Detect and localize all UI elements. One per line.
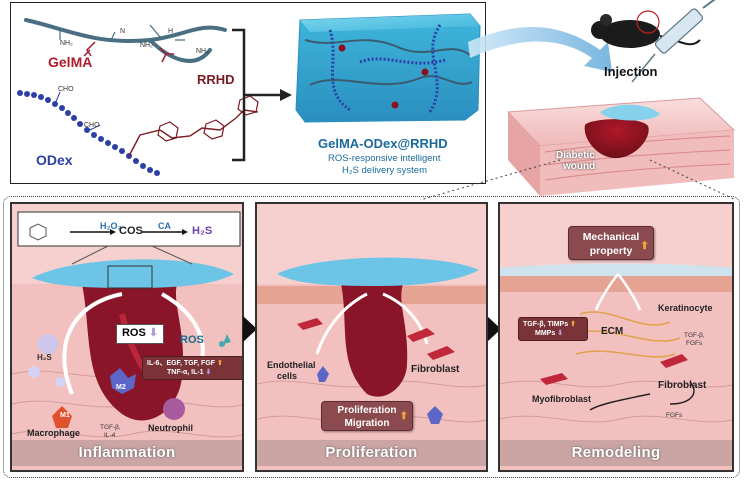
mechanical-badge-line-1: Mechanical (582, 231, 640, 243)
h2o2-label: H₂O₂ (100, 221, 122, 231)
tgf-il4-label-2: IL-4 (104, 432, 116, 439)
gelma-chain-2 (148, 38, 212, 63)
h2s-label: H₂S (37, 353, 52, 362)
nh2-label-b: NH₂ (140, 42, 153, 49)
hydrogel-subtitle-1: ROS-responsive intelligent (328, 153, 441, 164)
skin-block (506, 97, 736, 196)
odex-chain (17, 90, 160, 176)
wound-label-2: wound (563, 161, 596, 172)
remodeling-title: Remodeling (500, 440, 732, 466)
stage-arrow-1 (243, 316, 257, 342)
tgf-fgfs-label-1: TGF-β, (684, 332, 705, 339)
odex-label: ODex (36, 152, 73, 168)
nh2-label-a: NH₂ (60, 40, 73, 47)
gelma-chain (24, 18, 227, 43)
tgf-timps-label: TGF-β, TIMPs (523, 321, 569, 328)
endothelial-label-1: Endothelial (267, 360, 316, 370)
m2-label: M2 (116, 384, 126, 391)
cytokine-box: IL-6、EGF, TGF, FGF ⬆ TNF-α, IL-1 ⬇ (142, 356, 242, 380)
rrhd-label: RRHD (197, 72, 235, 87)
proliferation-badge: Proliferation Migration ⬆ (321, 401, 413, 431)
ros-label: ROS (180, 334, 204, 346)
up-arrow-icon: ⬆ (217, 360, 223, 367)
down-arrow-icon: ⬇ (557, 330, 564, 337)
fibroblast-label: Fibroblast (411, 364, 460, 375)
stage-arrow-2 (487, 316, 501, 342)
proliferation-badge-line-1: Proliferation (337, 405, 397, 416)
h-label: H (168, 28, 174, 35)
mmps-label: MMPs (535, 330, 556, 337)
proliferation-badge-line-2: Migration (344, 418, 390, 429)
hydrogel-title: GelMA-ODex@RRHD (318, 136, 448, 151)
mouse-icon (591, 10, 701, 48)
fibroblast-label: Fibroblast (658, 380, 707, 391)
n-label: N (120, 28, 126, 35)
mechanical-badge: Mechanical property ⬆ (568, 226, 654, 260)
up-arrow-icon: ⬆ (640, 240, 649, 252)
ros-box-label: ROS (121, 327, 146, 339)
bracket-arrow (232, 28, 280, 162)
up-arrow-icon: ⬆ (570, 321, 576, 328)
cytokines-down-label: TNF-α, IL-1 (167, 369, 204, 376)
stage-proliferation: Endothelial cells Fibroblast Proliferati… (255, 202, 488, 472)
syringe-icon (631, 0, 716, 83)
myofibroblast-label: Myofibroblast (532, 394, 592, 404)
inflammation-title: Inflammation (12, 440, 242, 466)
nh2-label-c: NH₂ (196, 48, 209, 55)
proliferation-title: Proliferation (257, 440, 486, 466)
endothelial-label-2: cells (277, 371, 298, 381)
injection-label: Injection (604, 64, 658, 79)
tgf-fgfs-label-2: FGFs (686, 340, 703, 347)
ecm-label: ECM (601, 326, 624, 337)
top-panel-graphics (17, 0, 737, 200)
keratinocyte-label: Keratinocyte (658, 303, 713, 313)
stage-remodeling: Mechanical property ⬆ TGF-β, TIMPs ⬆ MMP… (498, 202, 734, 472)
injection-arrow (468, 27, 612, 72)
macrophage-label: Macrophage (27, 428, 81, 438)
fgfs-label: FGFs (666, 412, 683, 419)
proliferation-graphics (257, 204, 486, 470)
cytokines-up-label: IL-6、EGF, TGF, FGF (147, 360, 216, 367)
neutrophil-label: Neutrophil (148, 423, 193, 433)
wound-label-1: Diabetic (556, 150, 595, 161)
ros-box: ROS ⬇ (116, 324, 164, 344)
stage-inflammation: H₂O₂ COS CA H₂S ROS ⬇ ROS H₂S IL-6、EGF, … (10, 202, 244, 472)
rrhd-molecule (128, 109, 259, 157)
wound (584, 119, 649, 159)
hydrogel-subtitle-2: H₂S delivery system (342, 165, 427, 176)
down-arrow-icon: ⬇ (205, 369, 212, 376)
cos-label: COS (119, 225, 143, 237)
cho-label-a: CHO (58, 86, 74, 93)
h2s-reaction-label: H₂S (192, 225, 213, 237)
tgf-il4-label-1: TGF-β, (100, 424, 121, 431)
mechanical-badge-line-2: property (589, 245, 633, 257)
down-arrow-icon: ⬇ (148, 327, 159, 339)
remodeling-cytokine-box: TGF-β, TIMPs ⬆ MMPs ⬇ (518, 317, 588, 341)
m1-label: M1 (60, 412, 70, 419)
up-arrow-icon: ⬆ (399, 411, 408, 422)
stages-frame (3, 196, 740, 478)
hydrogel-cube (295, 13, 481, 123)
cho-label-b: CHO (84, 122, 100, 129)
gelma-label: GelMA (48, 54, 93, 70)
ca-label: CA (158, 221, 171, 231)
